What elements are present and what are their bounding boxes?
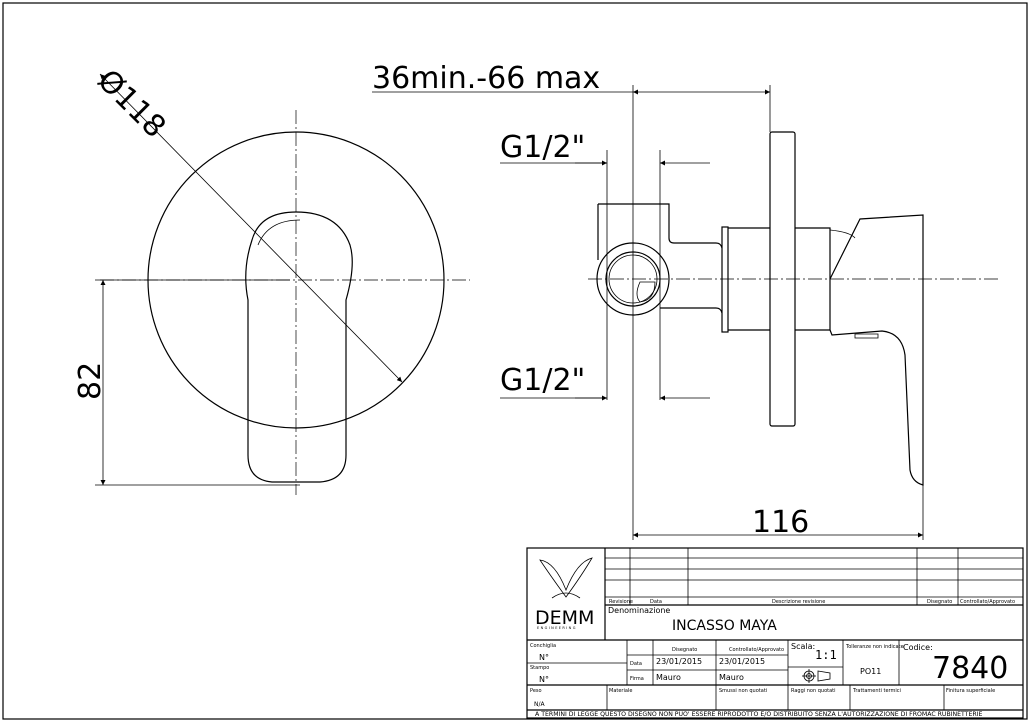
title-block-smussi-label: Smussi non quotati [719,688,767,694]
drawing-line [854,333,879,339]
drawing-line [817,670,831,682]
side-view: 36min.-66 max G1/2" G1/2" 116 [372,61,1000,540]
title-block-scala-value: 1:1 [815,648,837,662]
title-block-raggi-label: Raggi non quotati [791,688,836,694]
demm-logo: DEMM ENGINEERING [535,557,594,630]
length-label: 116 [752,505,809,540]
drawing-line [660,307,723,314]
title-block-stampo-value: N° [539,675,549,684]
drawing-line [636,281,656,303]
brand-name: DEMM [535,607,594,629]
title-block-disegnato-data: 23/01/2015 [656,657,702,666]
title-block-scala-label: Scala: [791,642,815,651]
title-block-data-label: Data [630,661,642,667]
title-block-peso-label: Peso [530,688,542,694]
title-block-revision-headers-3: Disegnato [927,599,952,605]
inlet-ring [596,242,670,316]
diameter-dimension-line [99,73,403,383]
front-view: Ø118 82 [73,63,470,495]
title-block-controllato-firma: Mauro [719,673,744,682]
product-code: 7840 [932,651,1008,686]
product-name: INCASSO MAYA [672,618,777,634]
title-block-controllato-label: Controllato/Approvato [729,647,784,653]
title-block-revision-headers-1: Data [650,599,662,605]
flange [721,226,729,333]
title-block-stampo-label: Stampo [530,665,549,671]
title-block: Revisione Data Descrizione revisione Dis… [526,547,1024,719]
drawing-line [551,592,581,599]
lever-handle [829,214,924,486]
diameter-label: Ø118 [90,63,172,145]
title-block-finitura-label: Finitura superficiale [946,688,995,694]
title-block-disegnato-label: Disegnato [672,647,697,653]
valve-body-top [598,203,723,249]
thread-top-label: G1/2" [500,130,585,165]
handle-outline [245,211,353,483]
title-block-revision-headers-0: Revisione [609,599,633,605]
title-block-revision-headers-2: Descrizione revisione [772,599,825,605]
wall-plate [769,131,796,427]
legal-footer: A TERMINI DI LEGGE QUESTO DISEGNO NON PU… [535,711,983,718]
drawing-line [608,254,658,304]
title-block-trattamenti-label: Trattamenti termici [852,688,901,694]
title-block-codice-label: Codice: [903,643,933,652]
title-block-denominazione-label: Denominazione [608,606,670,615]
title-block-controllato-data: 23/01/2015 [719,657,765,666]
title-block-revision-headers-4: Controllato/Approvato [960,599,1015,605]
height-label: 82 [73,362,108,400]
title-block-conchiglia-label: Conchiglia [530,643,556,649]
drawing-line [539,557,593,598]
projection-symbol-icon [802,669,831,683]
thread-bottom-label: G1/2" [500,363,585,398]
drawing-line [829,229,856,239]
drawing-line [526,547,1024,719]
title-block-tolleranze-value: PO11 [860,667,881,676]
title-block-brand-sub: ENGINEERING [537,626,577,630]
title-block-peso-value: N/A [534,701,546,708]
title-block-disegnato-firma: Mauro [656,673,681,682]
depth-range-label: 36min.-66 max [372,61,600,96]
title-block-tolleranze-label: Tolleranze non indicate [845,644,904,650]
title-block-materiale-label: Materiale [609,688,632,694]
title-block-conchiglia-value: N° [539,653,549,662]
title-block-firma-label: Firma [630,676,644,682]
